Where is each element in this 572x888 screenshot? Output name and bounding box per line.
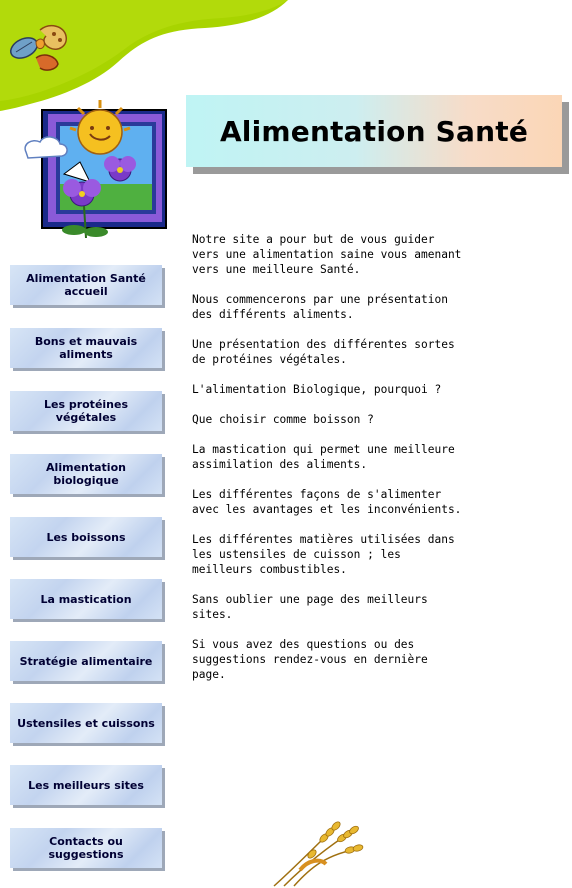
nav-button-strategie[interactable]: Stratégie alimentaire	[10, 641, 162, 681]
paragraph: Nous commencerons par une présentation d…	[192, 293, 448, 321]
paragraph: Sans oublier une page des meilleurs site…	[192, 593, 428, 621]
nav-button-contacts[interactable]: Contacts ou suggestions	[10, 828, 162, 868]
nav-button-boissons[interactable]: Les boissons	[10, 517, 162, 557]
corner-decoration	[0, 0, 288, 111]
paragraph: L'alimentation Biologique, pourquoi ?	[192, 383, 442, 396]
sun-flower-window-icon	[24, 100, 167, 239]
wheat-icon	[273, 821, 364, 887]
paragraph: La mastication qui permet une meilleure …	[192, 443, 455, 471]
nav-button-aliments[interactable]: Bons et mauvais aliments	[10, 328, 162, 368]
intro-text: Notre site a pour but de vous guider ver…	[192, 232, 462, 697]
leaf-logo-icon	[10, 24, 67, 71]
paragraph: Si vous avez des questions ou des sugges…	[192, 638, 428, 681]
paragraph: Les différentes façons de s'alimenter av…	[192, 488, 462, 516]
paragraph: Les différentes matières utilisées dans …	[192, 533, 455, 576]
page-title: Alimentation Santé	[219, 114, 529, 148]
nav-button-accueil[interactable]: Alimentation Santé accueil	[10, 265, 162, 305]
page-title-banner: Alimentation Santé	[186, 95, 562, 167]
paragraph: Une présentation des différentes sortes …	[192, 338, 455, 366]
paragraph: Que choisir comme boisson ?	[192, 413, 374, 426]
nav-button-mastication[interactable]: La mastication	[10, 579, 162, 619]
nav-button-proteines[interactable]: Les protéines végétales	[10, 391, 162, 431]
nav-button-ustensiles[interactable]: Ustensiles et cuissons	[10, 703, 162, 743]
nav-button-biologique[interactable]: Alimentation biologique	[10, 454, 162, 494]
paragraph: Notre site a pour but de vous guider ver…	[192, 233, 462, 276]
nav-button-sites[interactable]: Les meilleurs sites	[10, 765, 162, 805]
